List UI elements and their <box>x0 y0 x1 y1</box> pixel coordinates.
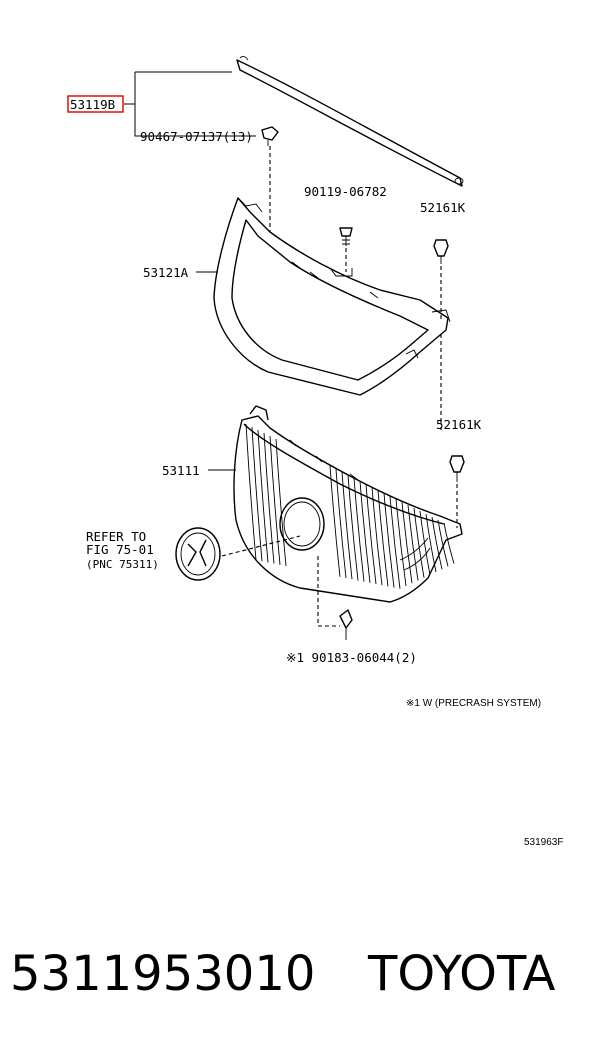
grille-rib <box>251 426 263 562</box>
bolt-90119-part <box>339 227 353 246</box>
grille-rib <box>401 501 413 584</box>
grille-rib <box>335 468 347 579</box>
grille-rib <box>425 513 437 573</box>
nut-90183-part <box>339 609 353 640</box>
callout-52161k-lower[interactable]: 52161K <box>436 417 482 432</box>
grille-rib <box>389 495 401 589</box>
clip-52161k-upper-part <box>433 239 449 264</box>
grille-rib <box>413 507 425 578</box>
grille-rib <box>257 429 269 563</box>
emblem-part <box>175 527 221 581</box>
grille-rib <box>371 486 383 586</box>
grille-rib <box>359 480 371 583</box>
grille-moulding-part <box>236 55 464 187</box>
callout-53121a[interactable]: 53121A <box>143 265 189 280</box>
grille-rib <box>395 498 407 587</box>
grille-rib <box>443 522 455 564</box>
grille-rib <box>329 465 341 577</box>
callout-90183[interactable]: ※1 90183-06044(2) <box>286 650 417 665</box>
grille-rib <box>407 504 419 581</box>
grille-rib <box>419 510 431 575</box>
highlight-box <box>67 95 124 113</box>
clip-90467-part <box>261 126 279 146</box>
dash-nut <box>317 556 340 627</box>
grille-53111-part <box>233 405 463 603</box>
callout-refer-3: (PNC 75311) <box>86 558 159 571</box>
callout-90119[interactable]: 90119-06782 <box>304 184 387 199</box>
footnote: ※1 W (PRECRASH SYSTEM) <box>406 698 541 709</box>
brand-name: TOYOTA <box>367 946 556 1002</box>
grille-rib <box>377 489 389 587</box>
grille-rib <box>347 474 359 581</box>
grille-rib <box>437 519 449 567</box>
grille-rib <box>431 516 443 570</box>
callout-53119b[interactable]: 53119B <box>70 97 115 112</box>
leader-53119b <box>124 71 256 137</box>
grille-rib <box>263 432 275 564</box>
grille-rib <box>269 435 281 565</box>
grille-rib <box>341 471 353 580</box>
callout-refer-2[interactable]: FIG 75-01 <box>86 542 154 557</box>
callout-53111[interactable]: 53111 <box>162 463 200 478</box>
grille-rib <box>275 438 287 567</box>
grille-rib <box>245 423 257 561</box>
callout-90467[interactable]: 90467-07137(13) <box>140 129 253 144</box>
grille-rib <box>353 477 365 582</box>
part-number: 5311953010 <box>10 946 315 1002</box>
clip-52161k-lower-part <box>449 455 465 482</box>
figure-id: 531963F <box>524 837 563 848</box>
callout-refer-1: REFER TO <box>86 529 146 544</box>
grille-rib <box>365 483 377 585</box>
grille-rib <box>383 492 395 588</box>
frame-53121a-part <box>213 197 451 396</box>
callout-52161k-upper[interactable]: 52161K <box>420 200 466 215</box>
